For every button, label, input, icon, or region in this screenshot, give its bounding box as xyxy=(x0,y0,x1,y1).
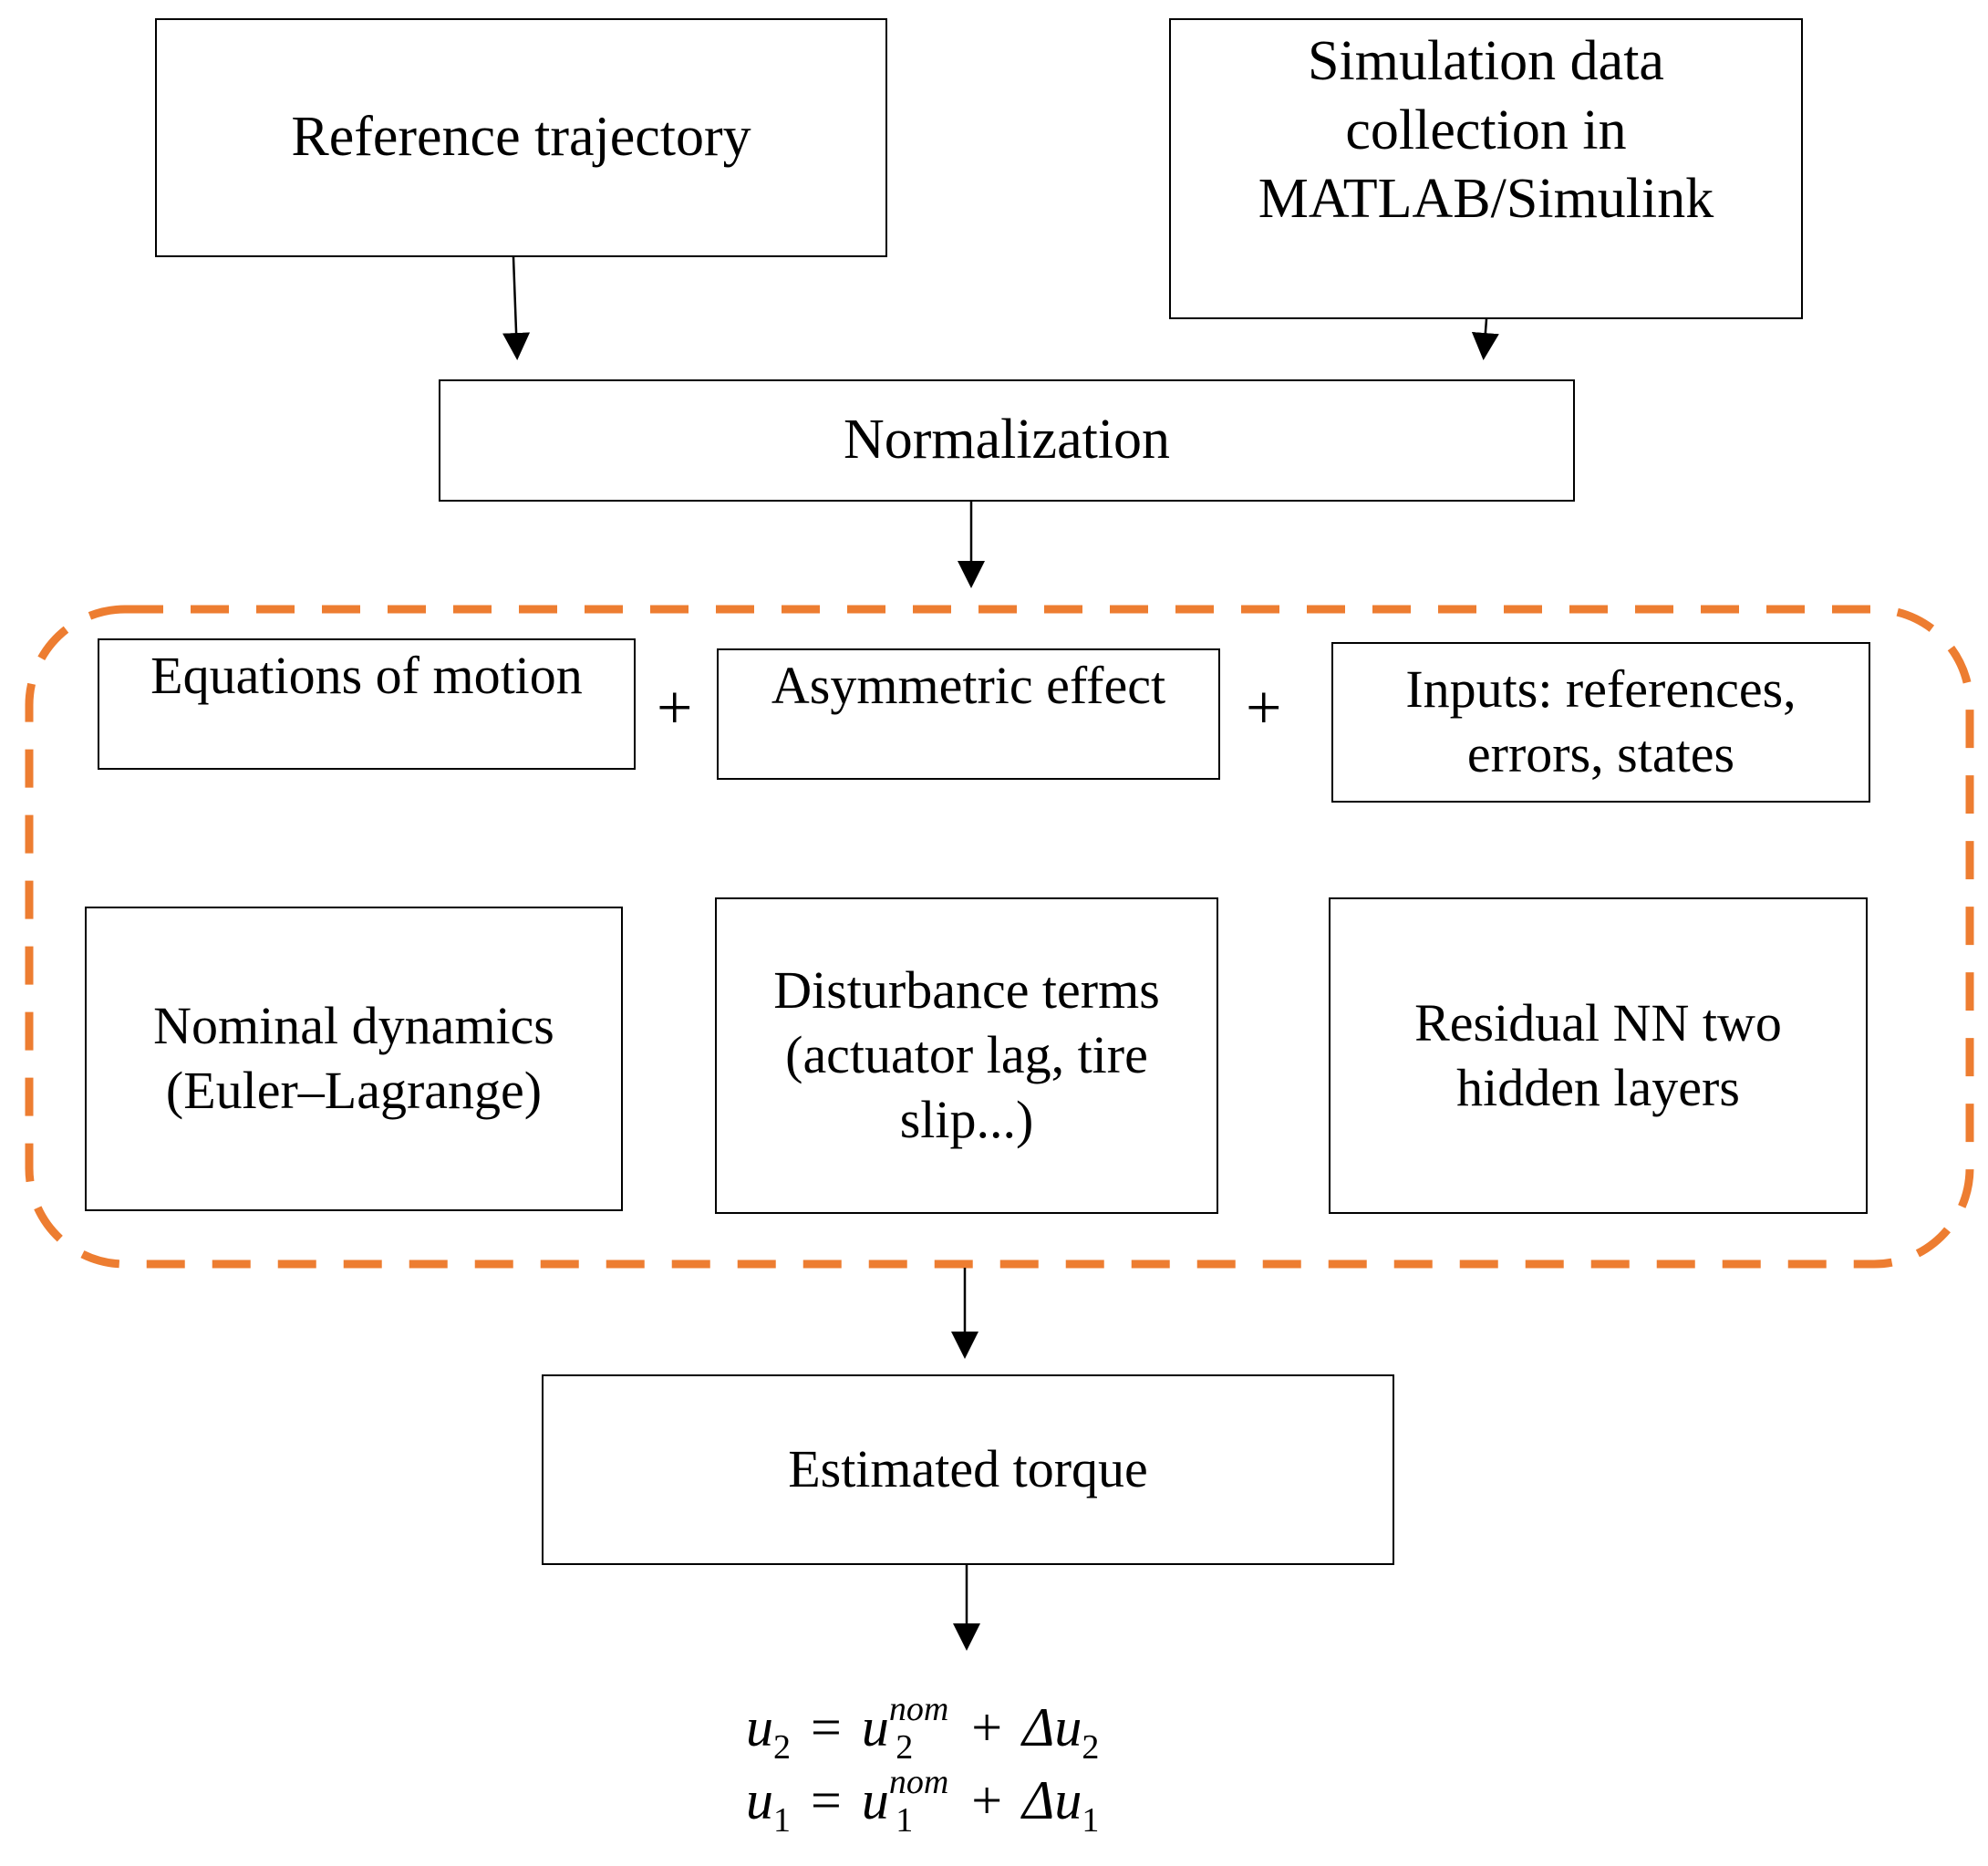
plus-sign-1: + xyxy=(657,673,693,743)
eq-u2-rhs-sub: 2 xyxy=(896,1728,914,1767)
equation-u1: u1=unom1+Δu1 xyxy=(746,1762,1099,1840)
nominal-dynamics-label: Nominal dynamics (Euler–Lagrange) xyxy=(153,996,554,1120)
disturbance-terms-label: Disturbance terms (actuator lag, tire sl… xyxy=(773,960,1160,1149)
normalization-label: Normalization xyxy=(843,409,1171,472)
equations-of-motion-label: Equations of motion xyxy=(150,646,583,705)
eq-u1-rhs: u xyxy=(861,1770,889,1830)
eq-u2-lhs: u xyxy=(746,1697,773,1757)
eq-u1-rhs-sub: 1 xyxy=(896,1801,914,1840)
plus-sign-2: + xyxy=(1246,673,1282,743)
inputs-label: Inputs: references, errors, states xyxy=(1405,659,1796,783)
eq-u1-rhs-sup: nom xyxy=(888,1763,949,1801)
residual-nn-label: Residual NN two hidden layers xyxy=(1414,992,1782,1117)
eq-u2-lhs-sub: 2 xyxy=(773,1728,791,1767)
eq-u1-lhs-sub: 1 xyxy=(773,1801,791,1840)
inputs-box: Inputs: references, errors, states xyxy=(1331,642,1870,803)
arrow-simulation-to-normalization xyxy=(1471,318,1499,360)
asymmetric-effect-box: Asymmetric effect xyxy=(717,648,1220,780)
equation-u2: u2=unom2+Δu2 xyxy=(746,1689,1099,1768)
eq-u1-lhs: u xyxy=(746,1770,773,1830)
estimated-torque-box: Estimated torque xyxy=(542,1374,1394,1565)
eq-u2-rhs: u xyxy=(861,1697,889,1757)
eq-u1-delta-sub: 1 xyxy=(1082,1801,1100,1840)
arrow-reference-to-normalization xyxy=(502,256,531,360)
simulation-data-label: Simulation data collection in MATLAB/Sim… xyxy=(1258,30,1714,231)
eq-u1-equals: = xyxy=(811,1770,842,1830)
simulation-data-box: Simulation data collection in MATLAB/Sim… xyxy=(1169,18,1803,319)
eq-u2-equals: = xyxy=(811,1697,842,1757)
reference-trajectory-label: Reference trajectory xyxy=(291,106,751,169)
estimated-torque-label: Estimated torque xyxy=(788,1439,1148,1499)
asymmetric-effect-label: Asymmetric effect xyxy=(771,656,1166,715)
dashed-group-border xyxy=(25,605,1974,1269)
eq-u2-rhs-sup: nom xyxy=(888,1690,949,1728)
eq-u1-delta: Δu xyxy=(1022,1770,1082,1830)
residual-nn-box: Residual NN two hidden layers xyxy=(1329,897,1868,1214)
disturbance-terms-box: Disturbance terms (actuator lag, tire sl… xyxy=(715,897,1218,1214)
reference-trajectory-box: Reference trajectory xyxy=(155,18,887,257)
eq-u1-plus: + xyxy=(971,1770,1003,1830)
nominal-dynamics-box: Nominal dynamics (Euler–Lagrange) xyxy=(85,907,623,1211)
eq-u2-delta-sub: 2 xyxy=(1082,1728,1100,1767)
eq-u2-delta: Δu xyxy=(1022,1697,1082,1757)
equations-of-motion-box: Equations of motion xyxy=(98,638,636,770)
eq-u2-plus: + xyxy=(971,1697,1003,1757)
normalization-box: Normalization xyxy=(439,379,1575,502)
